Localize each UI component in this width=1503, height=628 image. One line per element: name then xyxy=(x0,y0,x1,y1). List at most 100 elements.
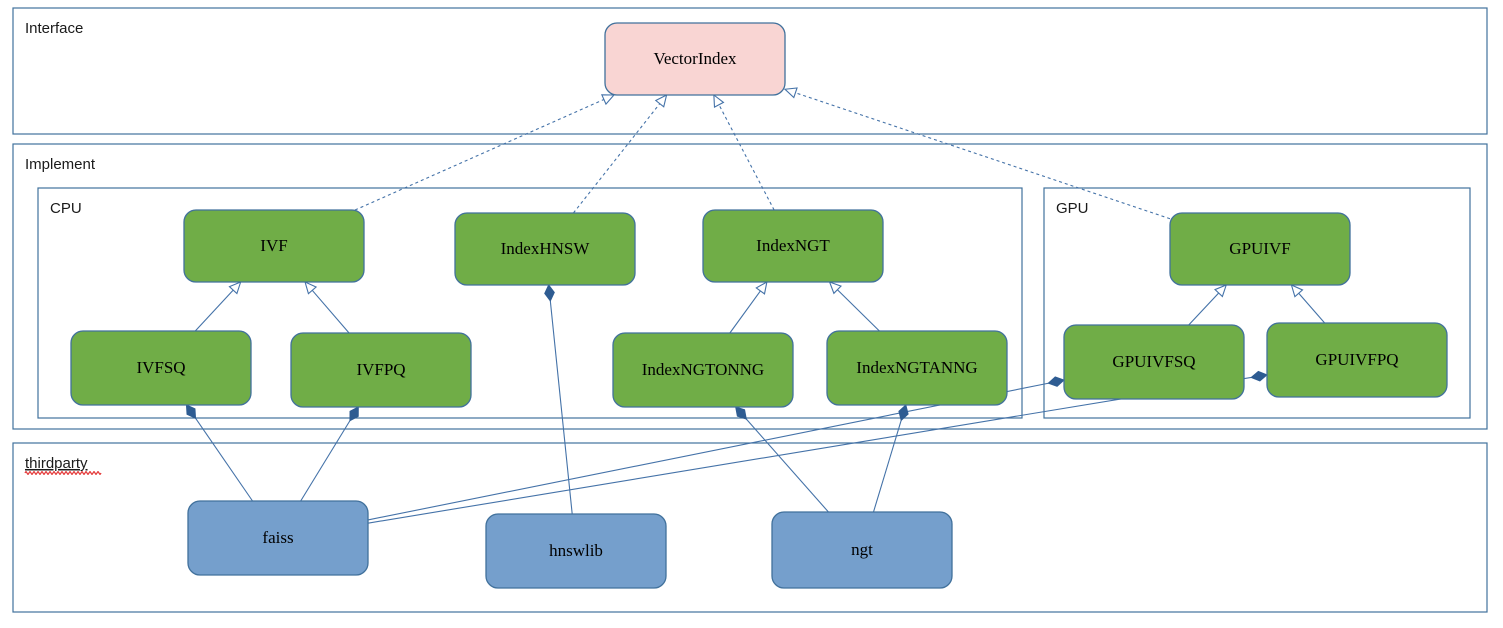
edge-line-gpuivfsq-gpuivf xyxy=(1188,292,1220,326)
edge-line-indexngt-vectorindex xyxy=(718,104,775,211)
edge-line-ngt-indexngtanng xyxy=(872,420,902,513)
edge-ngt-indexngtonng xyxy=(735,406,829,513)
composition-diamond-faiss-ivfsq xyxy=(185,404,197,419)
arrowhead-hollow-triangle-ivfsq-ivf xyxy=(228,281,242,295)
node-label-indexhnsw: IndexHNSW xyxy=(501,239,591,258)
edge-line-ivfsq-ivf xyxy=(194,289,234,332)
edge-ivf-vectorindex xyxy=(354,94,616,211)
node-indexngtanng[interactable]: IndexNGTANNG xyxy=(826,330,1008,406)
arrowhead-hollow-triangle-ivfpq-ivf xyxy=(304,281,318,295)
node-vectorindex[interactable]: VectorIndex xyxy=(604,22,786,96)
edge-line-faiss-ivfsq xyxy=(195,417,253,502)
node-label-ivfpq: IVFPQ xyxy=(356,360,405,379)
composition-diamond-faiss-ivfpq xyxy=(349,406,359,422)
node-ngt[interactable]: ngt xyxy=(771,511,953,589)
edge-indexngtonng-indexngt xyxy=(729,280,768,334)
node-label-faiss: faiss xyxy=(262,528,293,547)
edge-faiss-gpuivfsq xyxy=(367,376,1065,521)
arrowhead-hollow-triangle-gpuivfpq-gpuivf xyxy=(1290,284,1304,298)
arrowhead-hollow-triangle-ivf-vectorindex xyxy=(600,94,616,106)
arrowhead-hollow-triangle-gpuivfsq-gpuivf xyxy=(1214,284,1228,298)
node-box-hnswlib[interactable] xyxy=(485,513,667,589)
node-box-ivf[interactable] xyxy=(183,209,365,283)
edge-faiss-gpuivfpq xyxy=(367,370,1268,524)
node-box-gpuivf[interactable] xyxy=(1169,212,1351,286)
node-hnswlib[interactable]: hnswlib xyxy=(485,513,667,589)
edge-line-faiss-gpuivfpq xyxy=(367,376,1252,524)
node-label-indexngt: IndexNGT xyxy=(756,236,830,255)
node-faiss[interactable]: faiss xyxy=(187,500,369,576)
node-ivfpq[interactable]: IVFPQ xyxy=(290,332,472,408)
node-box-gpuivfsq[interactable] xyxy=(1063,324,1245,400)
spellcheck-squiggle-thirdparty xyxy=(24,471,102,475)
node-label-hnswlib: hnswlib xyxy=(549,541,603,560)
node-box-indexhnsw[interactable] xyxy=(454,212,636,286)
edge-ngt-indexngtanng xyxy=(872,404,909,513)
group-label-implement: Implement xyxy=(25,156,96,173)
arrowhead-hollow-triangle-indexngtonng-indexngt xyxy=(755,280,768,295)
node-label-gpuivfsq: GPUIVFSQ xyxy=(1112,352,1195,371)
node-gpuivfsq[interactable]: GPUIVFSQ xyxy=(1063,324,1245,400)
edge-gpuivfpq-gpuivf xyxy=(1290,284,1326,324)
arrowhead-hollow-triangle-indexngt-vectorindex xyxy=(713,93,725,108)
edge-line-ngt-indexngtonng xyxy=(745,418,829,513)
node-box-ivfsq[interactable] xyxy=(70,330,252,406)
group-label-interface: Interface xyxy=(25,20,83,37)
node-ivf[interactable]: IVF xyxy=(183,209,365,283)
group-label-thirdparty: thirdparty xyxy=(25,455,88,472)
edge-line-faiss-ivfpq xyxy=(300,420,351,502)
composition-diamond-faiss-gpuivfpq xyxy=(1250,370,1268,382)
group-label-cpu: CPU xyxy=(50,200,82,217)
edge-line-gpuivfpq-gpuivf xyxy=(1298,292,1326,324)
edge-gpuivf-vectorindex xyxy=(783,87,1171,220)
composition-diamond-ngt-indexngtonng xyxy=(735,406,747,420)
arrowhead-hollow-triangle-indexhnsw-vectorindex xyxy=(654,93,668,108)
node-gpuivf[interactable]: GPUIVF xyxy=(1169,212,1351,286)
node-label-ngt: ngt xyxy=(851,540,873,559)
arrowhead-hollow-triangle-gpuivf-vectorindex xyxy=(783,87,798,99)
edge-line-indexngtanng-indexngt xyxy=(837,289,880,332)
node-box-vectorindex[interactable] xyxy=(604,22,786,96)
edge-gpuivfsq-gpuivf xyxy=(1188,284,1228,326)
node-box-indexngtonng[interactable] xyxy=(612,332,794,408)
edge-line-hnswlib-indexhnsw xyxy=(549,300,573,515)
node-box-ngt[interactable] xyxy=(771,511,953,589)
node-label-gpuivf: GPUIVF xyxy=(1229,239,1290,258)
node-indexngt[interactable]: IndexNGT xyxy=(702,209,884,283)
node-indexhnsw[interactable]: IndexHNSW xyxy=(454,212,636,286)
composition-diamond-hnswlib-indexhnsw xyxy=(544,284,555,302)
composition-diamond-ngt-indexngtanng xyxy=(898,404,909,422)
node-box-faiss[interactable] xyxy=(187,500,369,576)
node-box-indexngt[interactable] xyxy=(702,209,884,283)
edge-ivfpq-ivf xyxy=(304,281,350,334)
edge-indexngt-vectorindex xyxy=(713,93,775,211)
node-gpuivfpq[interactable]: GPUIVFPQ xyxy=(1266,322,1448,398)
group-label-gpu: GPU xyxy=(1056,200,1089,217)
edge-line-ivfpq-ivf xyxy=(311,289,350,334)
node-label-indexngtonng: IndexNGTONNG xyxy=(642,360,764,379)
edge-line-indexngtonng-indexngt xyxy=(729,290,761,334)
node-box-indexngtanng[interactable] xyxy=(826,330,1008,406)
composition-diamond-faiss-gpuivfsq xyxy=(1047,376,1065,387)
edge-hnswlib-indexhnsw xyxy=(544,284,573,515)
node-label-indexngtanng: IndexNGTANNG xyxy=(856,358,977,377)
edge-faiss-ivfsq xyxy=(185,404,253,502)
edge-faiss-ivfpq xyxy=(300,406,359,502)
arrowhead-hollow-triangle-indexngtanng-indexngt xyxy=(828,281,842,295)
node-ivfsq[interactable]: IVFSQ xyxy=(70,330,252,406)
node-label-ivfsq: IVFSQ xyxy=(136,358,185,377)
node-box-ivfpq[interactable] xyxy=(290,332,472,408)
node-box-gpuivfpq[interactable] xyxy=(1266,322,1448,398)
node-label-gpuivfpq: GPUIVFPQ xyxy=(1315,350,1398,369)
node-label-ivf: IVF xyxy=(260,236,287,255)
edge-indexngtanng-indexngt xyxy=(828,281,880,332)
node-label-vectorindex: VectorIndex xyxy=(653,49,737,68)
edge-indexhnsw-vectorindex xyxy=(572,93,668,214)
node-indexngtonng[interactable]: IndexNGTONNG xyxy=(612,332,794,408)
edge-ivfsq-ivf xyxy=(194,281,242,332)
edge-line-faiss-gpuivfsq xyxy=(367,382,1049,521)
edge-line-indexhnsw-vectorindex xyxy=(572,103,661,214)
